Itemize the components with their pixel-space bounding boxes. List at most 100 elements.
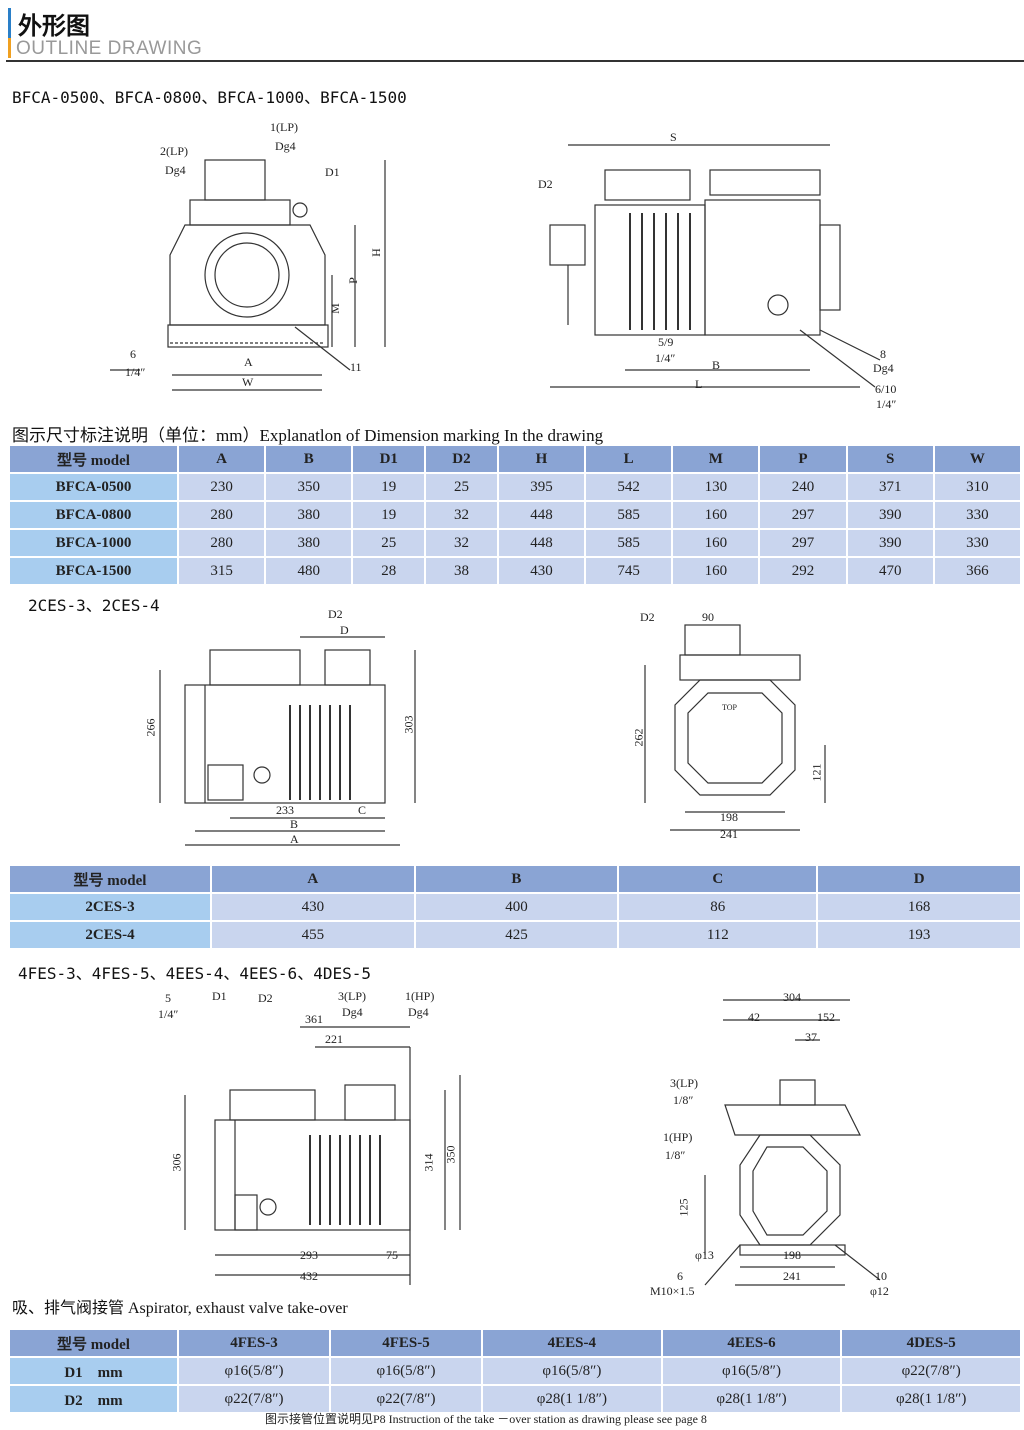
value-cell: 19 bbox=[353, 474, 425, 500]
column-header: 4FES-3 bbox=[179, 1330, 330, 1356]
column-header: B bbox=[415, 866, 618, 892]
model-cell: BFCA-1000 bbox=[10, 530, 177, 556]
model-cell: 2CES-4 bbox=[10, 922, 210, 948]
label-262: 262 bbox=[631, 728, 646, 747]
label-c: C bbox=[358, 803, 367, 817]
label-1hp: 1(HP) bbox=[663, 1130, 693, 1144]
value-cell: 25 bbox=[353, 530, 425, 556]
label-dg4: Dg4 bbox=[342, 1005, 363, 1019]
label-350: 350 bbox=[443, 1145, 458, 1164]
2ces-side-drawing: D2 D 266 303 233 C B A bbox=[140, 605, 440, 850]
model-cell: BFCA-1500 bbox=[10, 558, 177, 584]
page-title-en: OUTLINE DRAWING bbox=[16, 38, 203, 59]
value-cell: 160 bbox=[673, 558, 759, 584]
column-header: 型号 model bbox=[10, 866, 210, 892]
value-cell: φ22(7/8″) bbox=[179, 1386, 330, 1412]
bfca-side-drawing: S D2 5/9 1/4″ B L 8 Dg4 6/10 1/4″ bbox=[530, 125, 920, 415]
value-cell: 350 bbox=[266, 474, 352, 500]
value-cell: 366 bbox=[934, 558, 1020, 584]
label-d: D bbox=[340, 623, 349, 637]
value-cell: 280 bbox=[179, 502, 265, 528]
label-b: B bbox=[290, 817, 299, 831]
label-a: A bbox=[244, 355, 253, 369]
value-cell: 25 bbox=[426, 474, 497, 500]
label-361: 361 bbox=[305, 1012, 323, 1026]
value-cell: 168 bbox=[818, 894, 1020, 920]
value-cell: 297 bbox=[760, 530, 846, 556]
label-w: W bbox=[242, 375, 254, 389]
header-accent-bar bbox=[8, 8, 11, 58]
column-header: 型号 model bbox=[10, 1330, 177, 1356]
section3-title: 4FES-3、4FES-5、4EES-4、4EES-6、4DES-5 bbox=[18, 964, 371, 983]
label-d2: D2 bbox=[258, 991, 273, 1005]
label-303: 303 bbox=[401, 715, 416, 734]
value-cell: 193 bbox=[818, 922, 1020, 948]
label-s: S bbox=[670, 130, 677, 144]
column-header: A bbox=[179, 446, 265, 472]
label-306: 306 bbox=[169, 1153, 184, 1172]
column-header: A bbox=[212, 866, 414, 892]
label-1lp: 1(LP) bbox=[270, 120, 298, 134]
label-90: 90 bbox=[702, 610, 714, 624]
label-152: 152 bbox=[817, 1010, 835, 1024]
label-3lp: 3(LP) bbox=[338, 989, 366, 1003]
column-header: H bbox=[498, 446, 585, 472]
model-cell: D1 mm bbox=[10, 1358, 177, 1384]
value-cell: 390 bbox=[847, 530, 933, 556]
label-1hp: 1(HP) bbox=[405, 989, 435, 1003]
label-10: 10 bbox=[875, 1269, 887, 1283]
label-d2: D2 bbox=[640, 610, 655, 624]
value-cell: φ28(1 1/8″) bbox=[662, 1386, 841, 1412]
label-dg4: Dg4 bbox=[165, 163, 186, 177]
value-cell: 425 bbox=[415, 922, 618, 948]
value-cell: 400 bbox=[415, 894, 618, 920]
value-cell: 470 bbox=[847, 558, 933, 584]
value-cell: 390 bbox=[847, 502, 933, 528]
label-6-10: 6/10 bbox=[875, 382, 897, 396]
value-cell: 430 bbox=[498, 558, 585, 584]
value-cell: 86 bbox=[619, 894, 817, 920]
label-3lp: 3(LP) bbox=[670, 1076, 698, 1090]
value-cell: 395 bbox=[498, 474, 585, 500]
header-divider bbox=[6, 60, 1024, 62]
value-cell: 330 bbox=[934, 502, 1020, 528]
label-m10: M10×1.5 bbox=[650, 1284, 695, 1298]
label-125: 125 bbox=[676, 1198, 691, 1217]
label-d1: D1 bbox=[212, 989, 227, 1003]
column-header: W bbox=[934, 446, 1020, 472]
label-dg4: Dg4 bbox=[873, 361, 894, 375]
value-cell: 585 bbox=[586, 530, 672, 556]
value-cell: φ16(5/8″) bbox=[662, 1358, 841, 1384]
value-cell: 32 bbox=[426, 530, 497, 556]
value-cell: 28 bbox=[353, 558, 425, 584]
label-42: 42 bbox=[748, 1010, 760, 1024]
value-cell: 19 bbox=[353, 502, 425, 528]
label-m: M bbox=[327, 303, 342, 314]
column-header: D bbox=[818, 866, 1020, 892]
value-cell: 455 bbox=[212, 922, 414, 948]
label-198: 198 bbox=[783, 1248, 801, 1262]
value-cell: 542 bbox=[586, 474, 672, 500]
label-dg4: Dg4 bbox=[275, 139, 296, 153]
value-cell: φ16(5/8″) bbox=[483, 1358, 661, 1384]
column-header: 4DES-5 bbox=[842, 1330, 1020, 1356]
value-cell: φ22(7/8″) bbox=[331, 1386, 482, 1412]
value-cell: 448 bbox=[498, 530, 585, 556]
value-cell: 130 bbox=[673, 474, 759, 500]
column-header: S bbox=[847, 446, 933, 472]
dimension-caption: 图示尺寸标注说明（单位：mm）Explanatlon of Dimension … bbox=[12, 426, 604, 445]
column-header: C bbox=[619, 866, 817, 892]
value-cell: 310 bbox=[934, 474, 1020, 500]
column-header: 型号 model bbox=[10, 446, 177, 472]
value-cell: φ28(1 1/8″) bbox=[842, 1386, 1020, 1412]
label-233: 233 bbox=[276, 803, 294, 817]
label-314: 314 bbox=[421, 1153, 436, 1172]
